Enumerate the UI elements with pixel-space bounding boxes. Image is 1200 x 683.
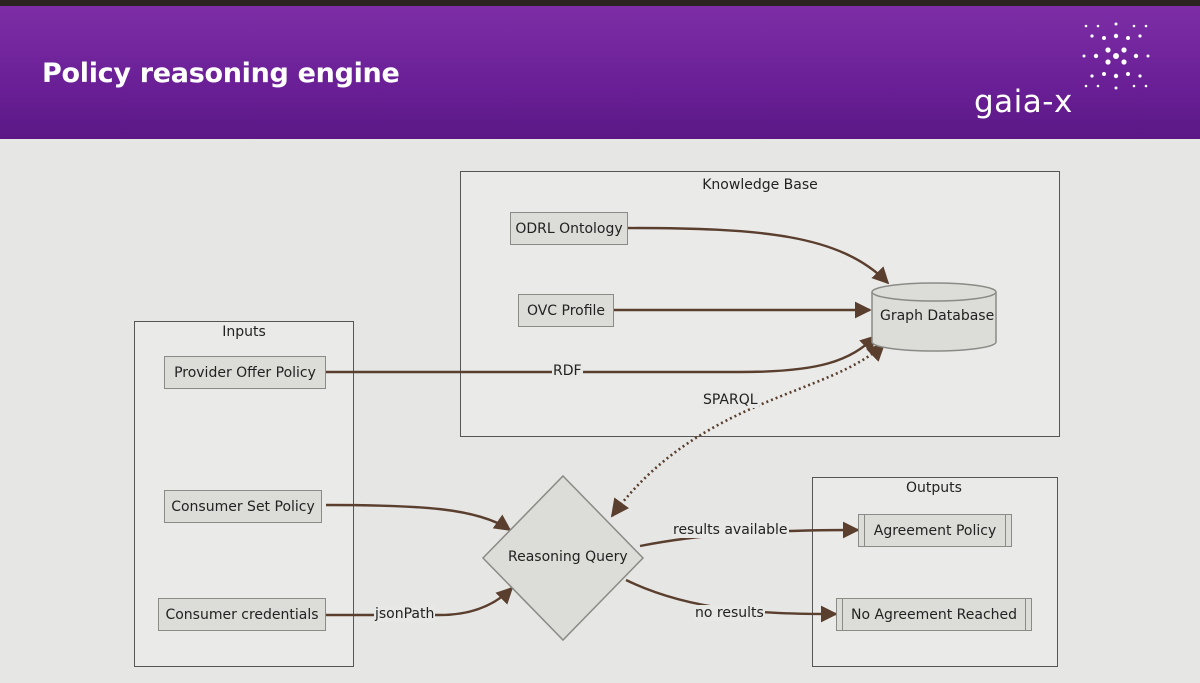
- gaia-x-logo-text: gaia-x: [974, 84, 1073, 120]
- consumer-credentials-node: Consumer credentials: [158, 598, 326, 631]
- edge-credentials-to-query: [326, 586, 514, 617]
- results-available-edge-label: results available: [672, 522, 789, 538]
- edge-sparql-graph-query: [610, 342, 886, 518]
- outputs-label: Outputs: [906, 480, 962, 496]
- ovc-profile-node: OVC Profile: [518, 294, 614, 327]
- rdf-edge-label: RDF: [552, 363, 583, 379]
- slide-title: Policy reasoning engine: [42, 58, 400, 89]
- odrl-ontology-node: ODRL Ontology: [510, 212, 628, 245]
- reasoning-query-node: [481, 474, 645, 642]
- reasoning-query-label: Reasoning Query: [508, 549, 628, 565]
- agreement-policy-node: Agreement Policy: [858, 514, 1012, 547]
- edge-consumer-set-to-query: [325, 503, 512, 531]
- inputs-label: Inputs: [222, 324, 266, 340]
- slide: Policy reasoning engine gaia-x Knowledge…: [0, 6, 1200, 683]
- sparql-edge-label: SPARQL: [702, 392, 759, 408]
- edge-provider-to-graph: [326, 334, 878, 374]
- graph-database-label: Graph Database: [880, 308, 995, 324]
- slide-header: Policy reasoning engine gaia-x: [0, 6, 1200, 139]
- graph-database-node: [871, 282, 997, 352]
- json-path-edge-label: jsonPath: [374, 606, 436, 622]
- consumer-set-policy-node: Consumer Set Policy: [164, 490, 322, 523]
- edge-odrl-to-graph: [625, 226, 890, 285]
- flow-diagram: Knowledge Base Inputs Outputs: [0, 146, 1200, 683]
- gaia-x-logo-icon: [1082, 22, 1150, 90]
- provider-offer-policy-node: Provider Offer Policy: [164, 356, 326, 389]
- no-agreement-reached-node: No Agreement Reached: [836, 598, 1032, 631]
- knowledge-base-label: Knowledge Base: [702, 177, 818, 193]
- no-results-edge-label: no results: [694, 605, 765, 621]
